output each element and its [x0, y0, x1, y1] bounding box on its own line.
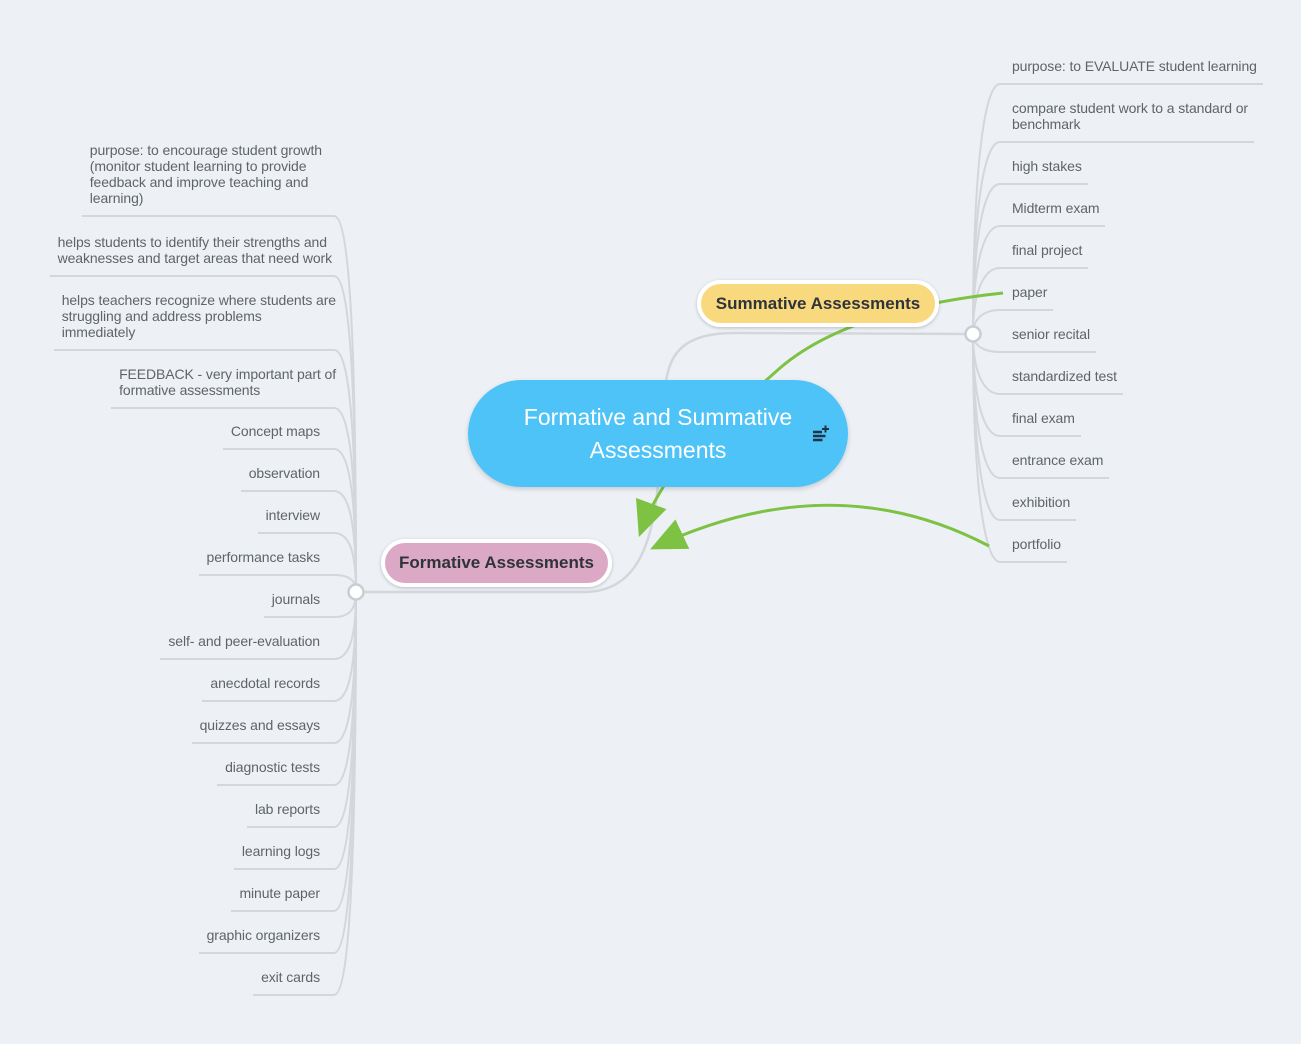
topic-connector [247, 591, 357, 828]
topic-connector [258, 532, 357, 593]
topic-item[interactable]: self- and peer-evaluation [168, 633, 320, 649]
topic-item[interactable]: graphic organizers [206, 927, 320, 943]
topic-item[interactable]: paper [1012, 284, 1048, 300]
branch-summative[interactable]: Summative Assessments [697, 280, 939, 327]
topic-item[interactable]: purpose: to EVALUATE student learning [1012, 58, 1257, 74]
topic-item[interactable]: purpose: to encourage student growth (mo… [89, 142, 322, 206]
topic-item[interactable]: final project [1012, 242, 1083, 258]
topic-item[interactable]: diagnostic tests [225, 759, 320, 775]
topic-item[interactable]: Midterm exam [1012, 200, 1100, 216]
topic-connector [972, 267, 1088, 335]
collapse-handle-formative[interactable] [347, 583, 365, 601]
topic-item[interactable]: quizzes and essays [199, 717, 320, 733]
topic-connector [82, 215, 357, 593]
topic-item[interactable]: Concept maps [230, 423, 320, 439]
cross-link-portfolio-to-formative[interactable] [650, 503, 990, 550]
trunk-summative [664, 331, 967, 383]
outline-plus-icon[interactable] [809, 423, 830, 444]
topic-item[interactable]: anecdotal records [210, 675, 320, 691]
topic-item[interactable]: helps students to identify their strengt… [57, 234, 333, 266]
root-topic[interactable]: Formative and Summative Assessments [468, 380, 848, 487]
topic-item[interactable]: entrance exam [1012, 452, 1104, 468]
topic-item[interactable]: interview [265, 507, 320, 523]
root-topic-label: Formative and Summative Assessments [523, 403, 793, 463]
topic-item[interactable]: learning logs [241, 843, 320, 859]
topic-connector [972, 333, 1067, 563]
topic-item[interactable]: final exam [1012, 410, 1075, 426]
topic-connector [972, 333, 1123, 395]
topic-item[interactable]: helps teachers recognize where students … [61, 292, 336, 340]
branch-formative[interactable]: Formative Assessments [381, 539, 612, 587]
branch-summative-label: Summative Assessments [715, 293, 921, 313]
topic-item[interactable]: performance tasks [206, 549, 321, 565]
topic-item[interactable]: journals [271, 591, 320, 607]
topic-item[interactable]: portfolio [1012, 536, 1061, 552]
collapse-handle-summative[interactable] [964, 325, 982, 343]
topic-item[interactable]: exit cards [261, 969, 320, 985]
topic-item[interactable]: minute paper [239, 885, 320, 901]
topic-connector [253, 591, 357, 996]
topic-item[interactable]: observation [248, 465, 320, 481]
topic-item[interactable]: FEEDBACK - very important part of format… [119, 366, 336, 398]
topic-connector [199, 574, 357, 593]
topic-item[interactable]: standardized test [1012, 368, 1117, 384]
topic-item[interactable]: exhibition [1012, 494, 1071, 510]
topic-item[interactable]: compare student work to a standard or be… [1012, 100, 1248, 132]
topic-item[interactable]: lab reports [254, 801, 320, 817]
topic-item[interactable]: senior recital [1012, 326, 1090, 342]
branch-formative-label: Formative Assessments [399, 553, 594, 572]
topic-item[interactable]: high stakes [1012, 158, 1082, 174]
